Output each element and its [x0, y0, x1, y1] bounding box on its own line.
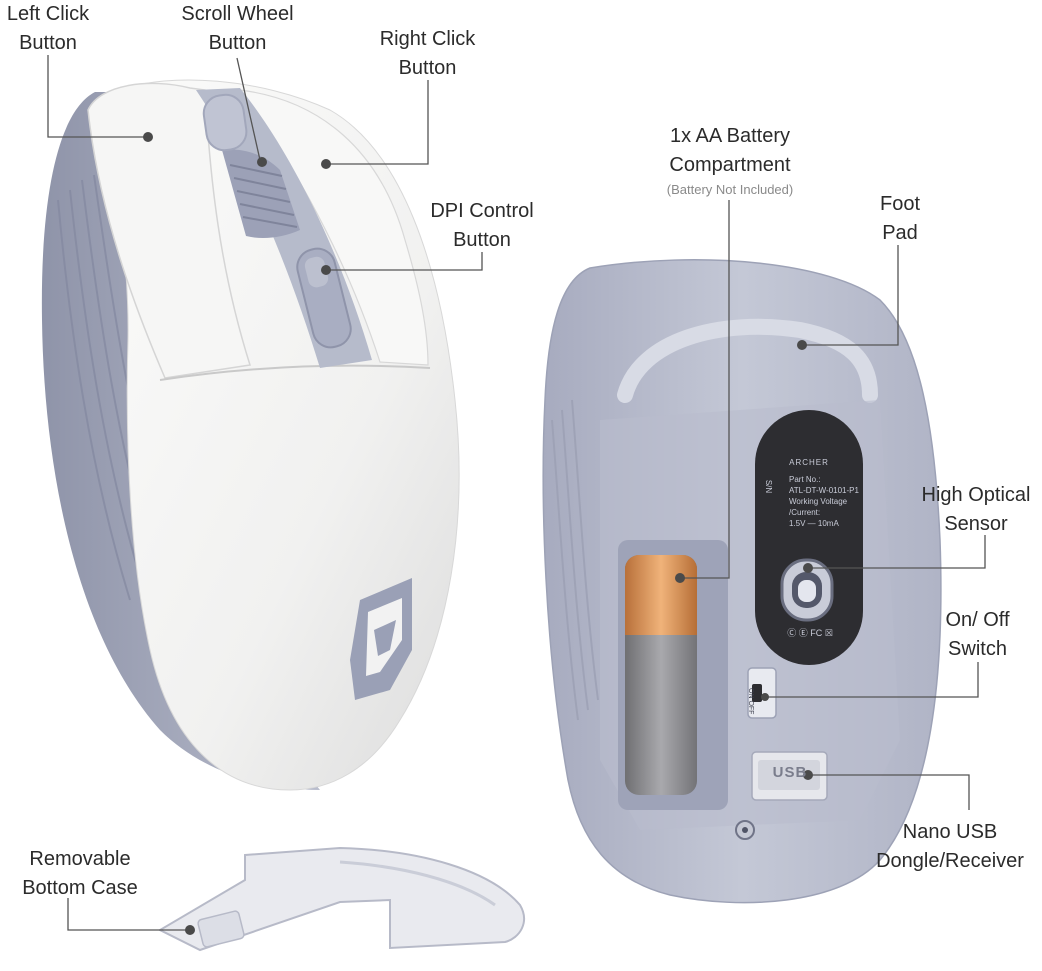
sticker-sn: S/N	[764, 479, 774, 494]
leader-switch	[765, 662, 979, 698]
switch-text: ON OFF	[747, 688, 754, 715]
top-mouse-side-grip	[41, 92, 320, 790]
label-sensor: High Optical Sensor	[910, 481, 1042, 539]
leader-sensor	[808, 535, 986, 569]
leader-dpi	[326, 252, 483, 271]
label-scroll-wheel: Scroll Wheel Button	[165, 0, 310, 58]
label-line: Sensor	[944, 513, 1008, 535]
label-battery: 1x AA Battery Compartment	[640, 122, 820, 180]
bottom-case	[157, 846, 525, 952]
label-line: DPI Control	[430, 200, 534, 222]
top-mouse	[41, 79, 460, 791]
usb-dongle	[751, 751, 828, 801]
sticker-brand: ARCHER	[789, 458, 829, 467]
leader-right-click	[326, 80, 429, 165]
label-battery-note: (Battery Not Included)	[666, 182, 794, 197]
label-line: Compartment	[669, 154, 791, 176]
part-line: 1.5V — 10mA	[789, 519, 839, 528]
label-usb: Nano USB Dongle/Receiver	[860, 818, 1040, 876]
label-line: Foot	[879, 193, 921, 215]
label-line: On/ Off	[945, 609, 1010, 631]
top-pill	[202, 93, 248, 152]
label-line: Left Click	[6, 3, 90, 25]
optical-sensor	[780, 558, 834, 622]
label-dpi: DPI Control Button	[412, 197, 552, 255]
label-bottom-case: Removable Bottom Case	[10, 845, 150, 903]
label-line: Pad	[882, 222, 918, 244]
label-line: Dongle/Receiver	[876, 850, 1024, 872]
label-line: Nano USB	[902, 821, 998, 843]
label-line: Removable	[29, 848, 131, 870]
part-line: Part No.:	[789, 475, 821, 484]
leader-usb	[808, 774, 970, 810]
label-left-click: Left Click Button	[0, 0, 96, 58]
part-line: Working Voltage	[789, 497, 848, 506]
label-line: Button	[19, 32, 77, 54]
label-line: Button	[208, 32, 267, 54]
label-line: Bottom Case	[22, 877, 138, 899]
left-click-button	[87, 82, 251, 379]
label-line: High Optical	[921, 484, 1031, 506]
usb-text: USB	[772, 764, 808, 781]
sticker-part-info: Part No.: ATL-DT-W-0101-P1 Working Volta…	[789, 474, 859, 529]
leader-lines	[47, 55, 986, 931]
part-line: /Current:	[789, 508, 821, 517]
bottom-mouse	[542, 259, 942, 904]
leader-battery	[680, 200, 730, 579]
label-line: Right Click	[379, 28, 476, 50]
label-switch: On/ Off Switch	[925, 606, 1030, 664]
part-line: ATL-DT-W-0101-P1	[789, 486, 859, 495]
leader-foot	[802, 245, 899, 346]
bottom-grip-ridges	[551, 399, 599, 721]
label-line: Switch	[948, 638, 1007, 660]
label-line: 1x AA Battery	[669, 125, 791, 147]
label-foot-pad: Foot Pad	[860, 190, 940, 248]
label-line: Button	[398, 57, 457, 79]
scroll-wheel	[222, 149, 300, 238]
label-line: Button	[453, 229, 511, 251]
foot-pad	[617, 318, 878, 403]
leader-case	[67, 898, 190, 931]
leader-dots	[143, 132, 813, 935]
cert-marks: Ⓒ Ⓔ FC ☒	[787, 628, 833, 638]
label-line: Scroll Wheel	[181, 3, 294, 25]
aa-battery	[625, 555, 697, 795]
label-right-click: Right Click Button	[360, 25, 495, 83]
leader-scroll	[236, 57, 261, 161]
leader-left-click	[47, 55, 148, 138]
